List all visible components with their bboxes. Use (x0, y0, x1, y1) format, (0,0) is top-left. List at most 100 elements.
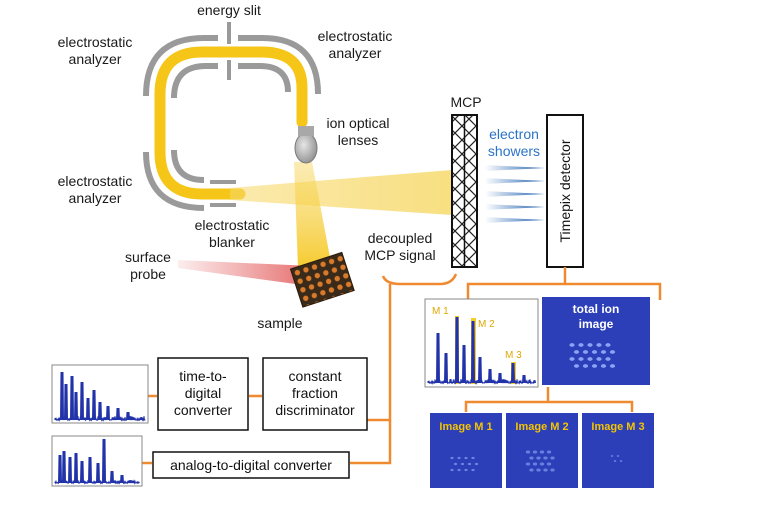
image-m2-title: Image M 2 (515, 421, 568, 433)
image-spot (605, 343, 611, 347)
surface-probe-label-2: probe (130, 266, 166, 282)
image-spot (525, 462, 531, 466)
surface-probe-label-1: surface (125, 249, 171, 265)
adc-box: analog-to-digital converter (152, 451, 350, 479)
cfd-line-3: discriminator (275, 402, 355, 418)
tdc-line-2: digital (185, 385, 222, 401)
image-m3-dots (610, 455, 623, 462)
mcp-plate (451, 114, 478, 268)
image-spot (616, 455, 620, 457)
esa-left-label-1: electrostatic (58, 173, 133, 189)
image-spot (591, 364, 598, 368)
timepix-bracket (466, 267, 662, 300)
spectrum-m1-label: M 1 (432, 306, 449, 317)
esa-bottom-left-inner (171, 149, 205, 183)
image-spot (587, 343, 593, 347)
cfd-box: constant fraction discriminator (262, 357, 368, 431)
image-spot (613, 460, 617, 462)
image-spot (573, 350, 580, 354)
image-spot (532, 450, 538, 454)
image-spot (453, 462, 458, 466)
blanker-label-1: electrostatic (195, 217, 270, 233)
primary-beam-column (294, 162, 332, 268)
image-spot (610, 455, 614, 457)
image-spot (536, 468, 541, 472)
decoupled-signal-brace (381, 273, 458, 286)
image-spot (464, 468, 468, 472)
image-spot (591, 350, 598, 354)
image-spot (539, 450, 545, 454)
spectrum-m2-label: M 2 (478, 319, 495, 330)
tdc-box: time-to- digital converter (157, 357, 249, 431)
image-spot (605, 357, 611, 361)
cfd-line-1: constant (289, 368, 342, 384)
electrostatic-blanker-plates (210, 180, 236, 207)
ion-path (154, 46, 452, 215)
mcp-label: MCP (450, 94, 481, 110)
electron-showers-label-2: showers (488, 143, 540, 159)
electrostatic-analyzer-electrodes (143, 35, 321, 211)
total-ion-title-2: image (579, 317, 614, 331)
total-ion-title-1: total ion (573, 302, 620, 316)
cfd-line-2: fraction (292, 385, 338, 401)
total-ion-image-dots (569, 343, 616, 368)
adc-label: analog-to-digital converter (170, 457, 332, 473)
image-spot (569, 357, 575, 361)
image-spot (536, 456, 541, 460)
esa-top-right-outer (238, 35, 321, 95)
spectrum-m3-label: M 3 (505, 350, 522, 361)
image-spot (596, 343, 602, 347)
image-spot (457, 468, 461, 472)
image-spot (467, 462, 472, 466)
timepix-detector: Timepix detector (546, 114, 584, 268)
esa-top-left-label-2: analyzer (69, 51, 122, 67)
esa-top-left-label-1: electrostatic (58, 34, 133, 50)
image-m2-dots (525, 450, 555, 472)
image-spot (543, 456, 548, 460)
image-spot (600, 350, 607, 354)
adc-spectrum-trace (54, 438, 140, 485)
image-spot (450, 456, 454, 460)
energy-slit-label: energy slit (197, 2, 261, 18)
image-spot (550, 468, 555, 472)
image-spot (550, 456, 555, 460)
image-spot (471, 456, 475, 460)
image-spot (582, 364, 589, 368)
image-spot (582, 350, 589, 354)
esa-top-left-outer (143, 35, 218, 97)
total-ion-image: total ion image (542, 297, 650, 385)
image-spot (600, 364, 607, 368)
image-spot (596, 357, 602, 361)
image-spot (525, 450, 531, 454)
electron-showers-label-1: electron (489, 126, 539, 142)
image-spot (543, 468, 548, 472)
image-spot (471, 468, 475, 472)
esa-top-left-inner (171, 63, 218, 99)
image-m1: Image M 1 (430, 413, 502, 488)
tdc-line-3: converter (174, 402, 233, 418)
image-spot (474, 462, 479, 466)
image-m1-dots (450, 456, 479, 472)
tdc-line-1: time-to- (179, 368, 227, 384)
image-spot (450, 468, 454, 472)
beam-fan-to-mcp (230, 170, 452, 215)
yellow-ion-beam-loop (154, 46, 308, 200)
timepix-label: Timepix detector (557, 139, 573, 242)
image-spot (546, 462, 552, 466)
image-spot (546, 450, 552, 454)
tdc-spectrum (51, 364, 149, 424)
image-spot (578, 343, 584, 347)
esa-top-right-inner (238, 63, 291, 93)
blanker-label-2: blanker (209, 234, 255, 250)
mass-spectrum-trace (427, 316, 536, 385)
image-m2: Image M 2 (506, 413, 578, 488)
image-spot (460, 462, 465, 466)
image-spot (529, 468, 534, 472)
image-spot (464, 456, 468, 460)
esa-bottom-left-outer (143, 151, 205, 211)
image-spot (619, 460, 623, 462)
esa-left-label-2: analyzer (69, 190, 122, 206)
timepix-mass-spectrum: M 1 M 2 M 3 (424, 298, 539, 388)
ion-optics-label-2: lenses (338, 132, 378, 148)
image-spot (573, 364, 580, 368)
